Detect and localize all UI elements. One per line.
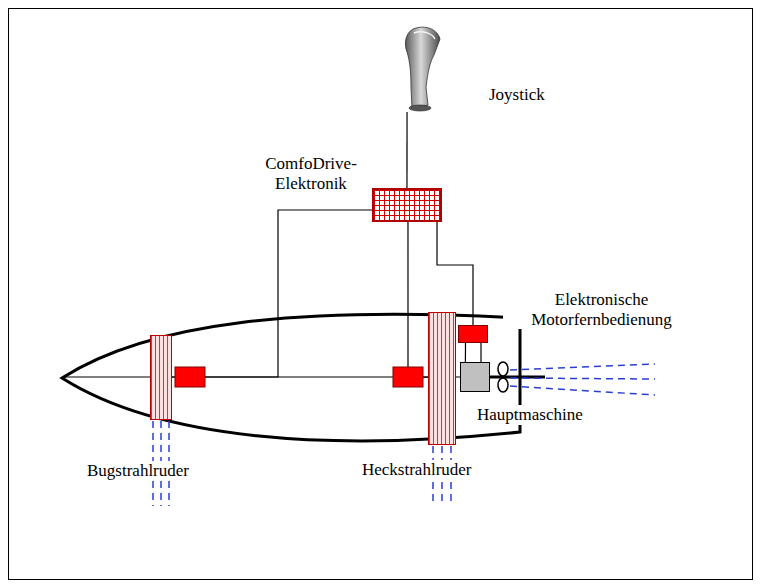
part-label: Heckstrahlruder [361,460,473,480]
part-label: Hauptmaschine [476,405,584,425]
control-unit: ComfoDrive- Elektronik [372,188,442,222]
part-label: Bugstrahlruder [86,461,190,481]
part-label: Elektronische Motorfernbedienung [503,290,700,329]
propeller-blade [498,362,508,376]
water-jets [153,364,655,506]
remote-control-unit: Elektronische Motorfernbedienung [458,325,488,343]
stern-thruster-controller [393,367,423,387]
part-label: ComfoDrive- Elektronik [250,154,372,193]
control-wire [408,222,428,377]
frame [9,9,753,580]
control-wire [406,112,407,188]
bow-thruster-controller [175,367,205,387]
bow-thruster: Bugstrahlruder [150,335,172,420]
joystick-icon: Joystick [400,25,445,112]
part-label: Joystick [488,85,546,105]
control-wire [437,222,473,325]
joystick-drawing [400,25,445,112]
main-engine: Hauptmaschine [460,362,490,392]
control-link [480,343,481,362]
control-wire [172,210,372,377]
stern-thruster: Heckstrahlruder [428,312,456,445]
control-wire [465,343,466,362]
propeller-blade [498,378,508,392]
